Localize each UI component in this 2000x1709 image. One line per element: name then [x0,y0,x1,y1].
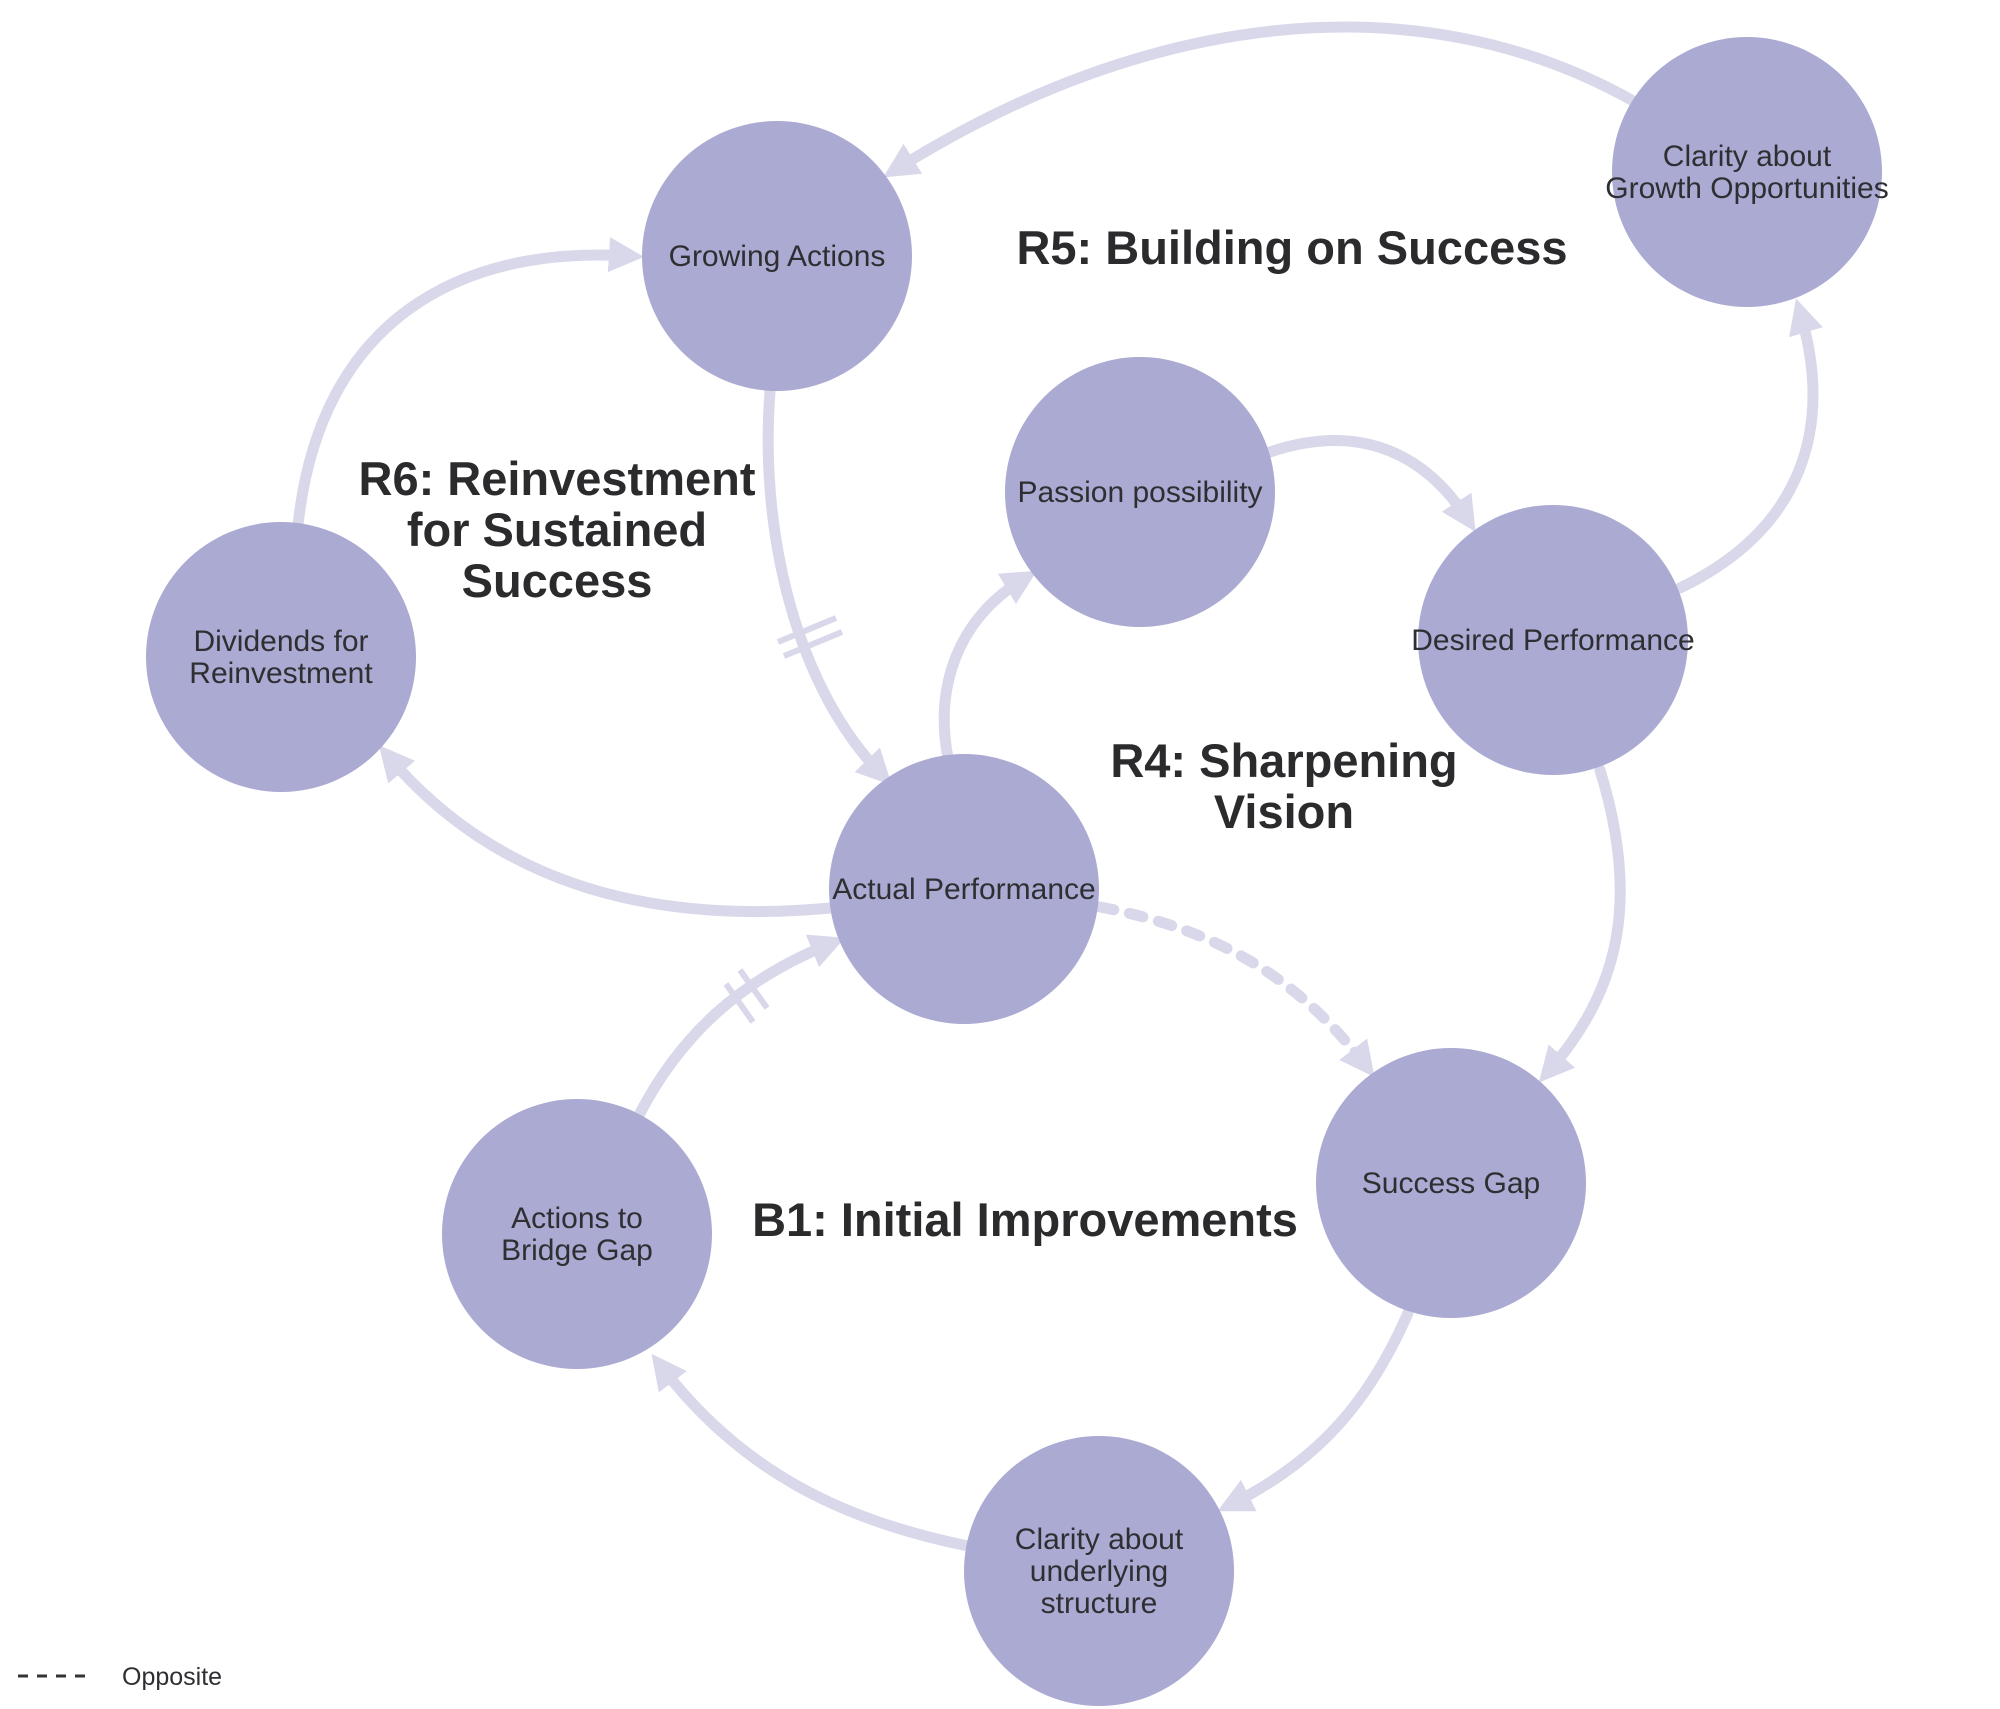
connectors [292,21,1823,1552]
arrow-actual-to-passion [938,570,1038,764]
node-dividends [146,522,416,792]
node-label-success-gap: Success Gap [1362,1167,1540,1200]
node-clarity-growth [1612,37,1882,307]
arrow-growing-actions-to-actual [762,386,892,786]
node-label-desired-performance: Desired Performance [1411,624,1694,657]
arrow-clarity-growth-to-growing-actions [883,21,1641,178]
delay-marks [723,615,844,1024]
loop-label-r5: R5: Building on Success [1016,221,1567,274]
legend-opposite-label: Opposite [122,1663,222,1691]
node-label-growing-actions: Growing Actions [669,240,886,273]
node-desired-performance [1418,505,1688,775]
node-actual-performance [829,754,1099,1024]
node-label-passion-possibility: Passion possibility [1017,476,1262,509]
arrow-passion-to-desired [1264,435,1476,532]
loop-labels: R5: Building on Success R6: Reinvestment… [359,221,1568,1246]
node-success-gap [1316,1048,1586,1318]
delay-mark-growing-to-actual [776,615,844,659]
arrow-clarity-structure-to-actions-bridge [651,1353,974,1552]
legend: Opposite [18,1663,222,1691]
loop-label-b1: B1: Initial Improvements [752,1193,1298,1246]
nodes [146,37,1882,1706]
arrow-actions-bridge-to-actual [632,934,846,1123]
node-actions-bridge [442,1099,712,1369]
arrow-dividends-to-growing-actions [292,237,645,531]
delay-mark-bridge-to-actual [723,968,770,1024]
node-clarity-structure [964,1436,1234,1706]
arrow-actual-to-success-gap-opposite [1094,901,1375,1078]
node-label-actual-performance: Actual Performance [832,873,1095,906]
arrow-success-gap-to-clarity-structure [1217,1307,1414,1512]
node-passion-possibility [1005,357,1275,627]
node-growing-actions [642,121,912,391]
arrow-actual-to-dividends [378,745,836,918]
arrow-desired-to-success-gap [1538,764,1626,1083]
arrow-desired-to-clarity-growth [1674,298,1823,594]
